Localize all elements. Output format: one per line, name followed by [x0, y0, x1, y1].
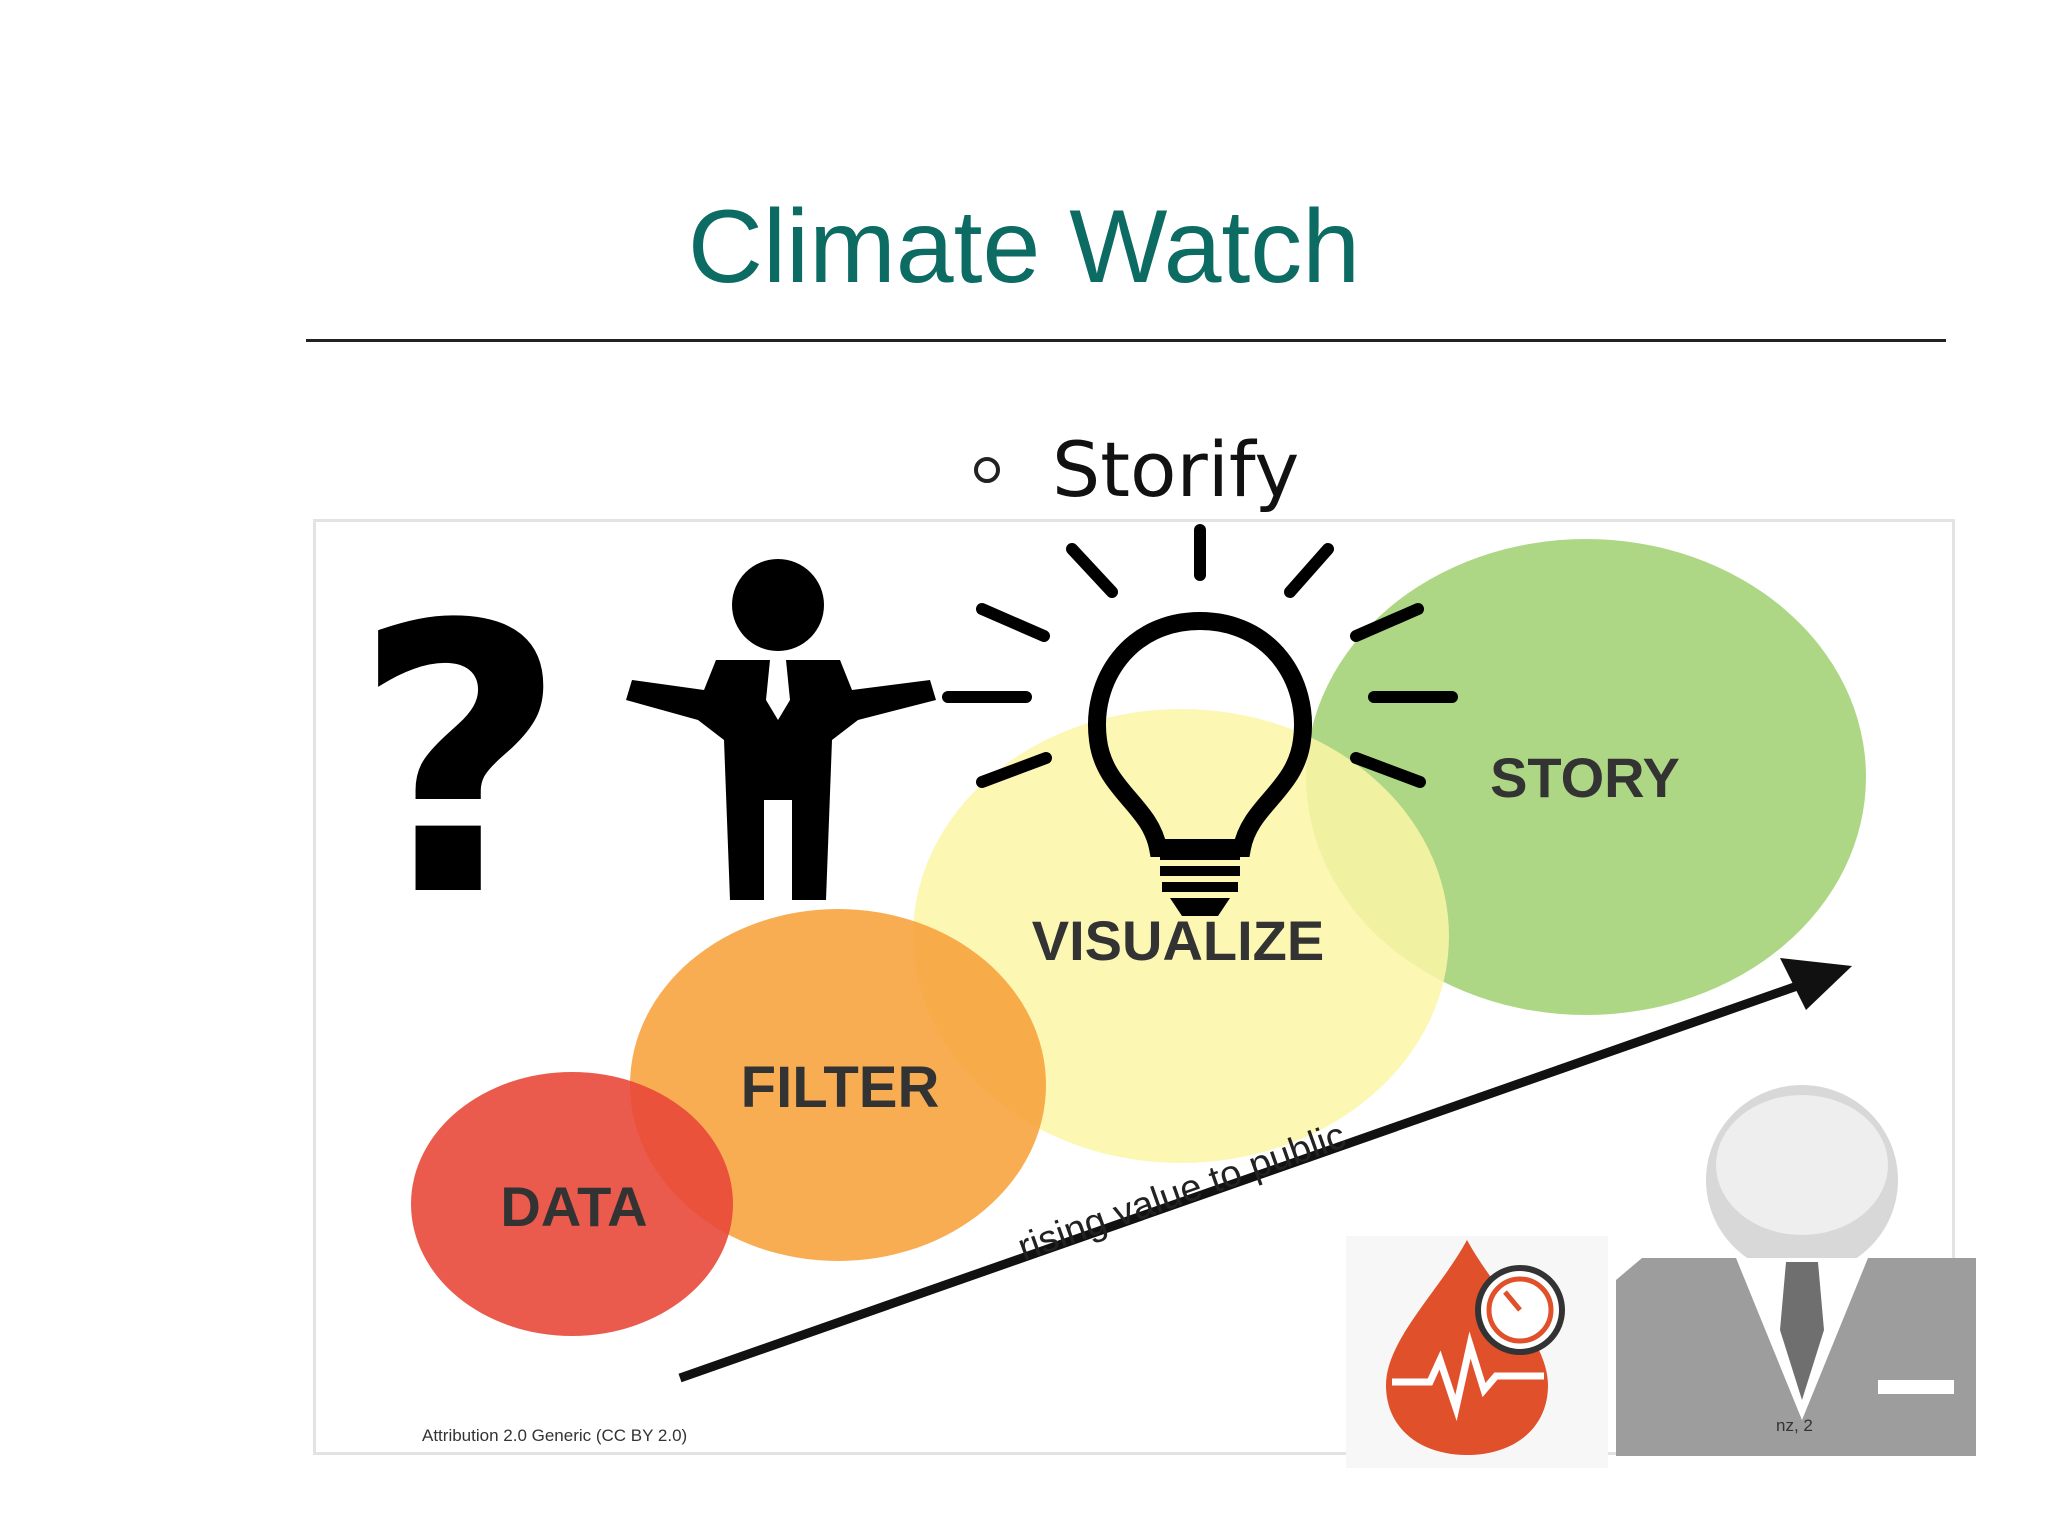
stage-label-data: DATA — [500, 1175, 647, 1238]
bullet-text: Storify — [1052, 425, 1300, 514]
story-circle — [1306, 539, 1866, 1015]
rising-arrow-icon — [678, 958, 1852, 1383]
person-avatar-icon — [1616, 1085, 1976, 1456]
stage-label-story: STORY — [1490, 746, 1680, 809]
slide-title: Climate Watch — [687, 189, 1361, 305]
bullet-item: Storify — [974, 420, 1299, 520]
attribution-text: Attribution 2.0 Generic (CC BY 2.0) — [422, 1426, 687, 1445]
filter-circle — [630, 909, 1046, 1261]
blood-drop-gauge-icon — [1346, 1236, 1608, 1468]
title-divider — [306, 339, 1946, 342]
businessman-icon — [626, 559, 936, 900]
stage-label-visualize: VISUALIZE — [1032, 909, 1324, 972]
visualize-circle — [913, 709, 1449, 1163]
question-mark-icon: ? — [353, 548, 568, 978]
light-bulb-icon — [942, 524, 1458, 916]
bullet-ring-icon — [974, 457, 1000, 483]
partial-credit-text: nz, 2 — [1776, 1416, 1813, 1435]
data-circle — [411, 1072, 733, 1336]
stage-label-filter: FILTER — [741, 1055, 940, 1120]
